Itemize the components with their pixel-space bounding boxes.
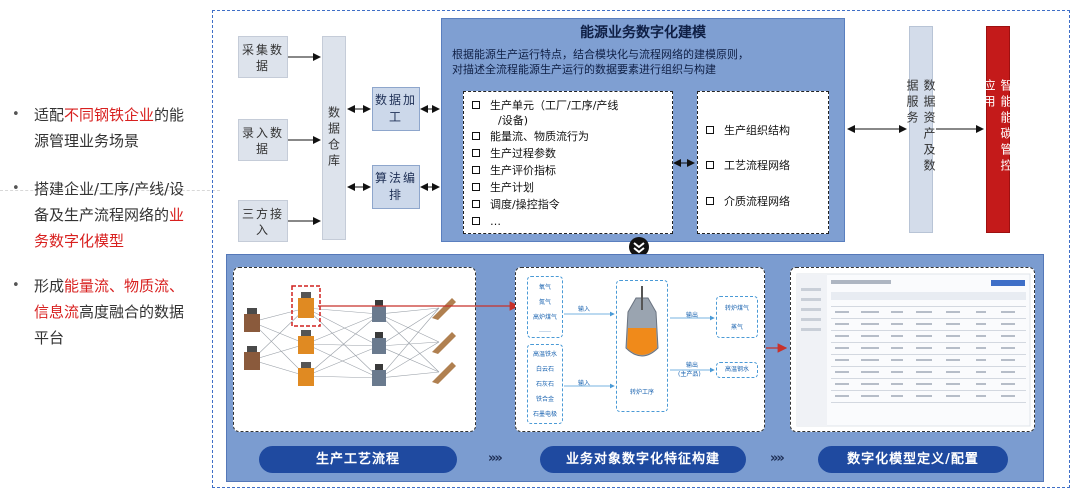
bullet-2: • 搭建企业/工序/产线/设备及生产流程网络的业务数字化模型 [12, 176, 197, 254]
checkbox-icon [472, 101, 480, 109]
output-material: 高温钢水 [724, 366, 749, 373]
element-list-box: 生产单元（工厂/工序/产线 /设备) 能量流、物质流行为 生产过程参数 生产评价… [463, 91, 673, 234]
input-material: 高炉煤气 [532, 314, 557, 321]
source-input-label: 录入数据 [241, 126, 284, 156]
bullet-text: 不同钢铁企业 [64, 106, 155, 124]
output-main-label: 输出 [686, 362, 699, 369]
input-material: 氮气 [538, 299, 551, 306]
checkbox-icon [472, 183, 480, 191]
element-item: 调度/操控指令 [472, 198, 560, 212]
output-material: 转炉煤气 [724, 305, 749, 312]
element-item: … [472, 215, 501, 229]
algorithm-orchestration-label: 算法编排 [374, 171, 417, 202]
modeling-desc-line2: 对描述全流程能源生产运行的数据要素进行组织与构建 [452, 63, 716, 76]
checkbox-icon [706, 126, 714, 134]
stage-model-config [790, 267, 1035, 432]
input-top-column: 氧气 氮气 高炉煤气 …… [527, 276, 563, 338]
modeling-desc-line1: 根据能源生产运行特点，结合模块化与流程网络的建模原则， [452, 48, 749, 61]
network-item: 介质流程网络 [706, 195, 790, 209]
data-warehouse: 数据仓库 [322, 36, 346, 240]
smart-application-label: 智能能碳管控应用 [982, 78, 1013, 175]
input-material: 石墨电极 [532, 411, 557, 418]
converter-box: 转炉工序 [616, 280, 668, 412]
source-input-box: 录入数据 [238, 119, 288, 161]
modeling-title: 能源业务数字化建模 [580, 25, 706, 41]
input-material: 氧气 [538, 284, 551, 291]
input-material: 石灰石 [535, 381, 554, 388]
network-list-box: 生产组织结构 工艺流程网络 介质流程网络 [697, 91, 829, 234]
element-item-cont: /设备) [498, 114, 528, 127]
stage-link-arrow [766, 343, 788, 353]
stage-chevron-1: »» [488, 451, 503, 466]
checkbox-icon [706, 197, 714, 205]
element-item: 能量流、物质流行为 [472, 130, 589, 144]
checkbox-icon [472, 132, 480, 140]
bullet-text: 能量流、物质流、信息流 [34, 277, 185, 321]
bullet-1: • 适配不同钢铁企业的能源管理业务场景 [12, 102, 197, 154]
output-arrow-label: 输出 [686, 312, 699, 319]
bullet-3: • 形成能量流、物质流、信息流高度融合的数据平台 [12, 273, 197, 351]
algorithm-orchestration-box: 算法编排 [372, 165, 420, 209]
config-table-screenshot [796, 273, 1031, 427]
input-material: 铁合金 [535, 396, 554, 403]
input-material: …… [539, 327, 551, 334]
chevron-down-icon [629, 237, 649, 257]
output-top-box: 转炉煤气 蒸气 [716, 296, 758, 338]
bullet-text: 高度融合的数据平台 [34, 303, 185, 347]
flow-arrows-graphic [564, 286, 715, 389]
stage-feature-build: 氧气 氮气 高炉煤气 …… 高温铁水 白云石 石灰石 铁合金 石墨电极 输入 输… [515, 267, 765, 432]
bullet-text: 搭建企业/工序/产线/设备及生产流程网络的 [34, 180, 185, 224]
smart-application-box: 智能能碳管控应用 [982, 26, 1013, 233]
data-service-label: 数据资产及数据服务 [905, 78, 936, 175]
network-item: 生产组织结构 [706, 124, 790, 138]
input-arrow-label: 输入 [578, 306, 591, 313]
input-material: 高温铁水 [532, 351, 557, 358]
data-service-box: 数据资产及数据服务 [905, 26, 936, 233]
output-main-sub: (主产品) [678, 371, 701, 378]
modeling-box: 能源业务数字化建模 根据能源生产运行特点，结合模块化与流程网络的建模原则， 对描… [441, 18, 845, 242]
network-item: 工艺流程网络 [706, 159, 790, 173]
data-processing-label: 数据加工 [374, 93, 417, 124]
converter-label: 转炉工序 [629, 389, 654, 396]
checkbox-icon [472, 149, 480, 157]
bullet-text: 的能源管理业务场景 [34, 106, 185, 150]
checkbox-icon [472, 217, 480, 225]
checkbox-icon [706, 161, 714, 169]
stage-chevron-2: »» [770, 451, 785, 466]
stage-label-config: 数字化模型定义/配置 [818, 446, 1008, 473]
input-material: 白云石 [535, 366, 554, 373]
data-processing-box: 数据加工 [372, 87, 420, 131]
stage-label-process: 生产工艺流程 [259, 446, 457, 473]
checkbox-icon [472, 200, 480, 208]
diagram-frame [212, 10, 1070, 488]
highlight-link-arrow [318, 301, 520, 311]
source-third-label: 三方接入 [241, 207, 284, 237]
bullet-dot: • [12, 278, 20, 293]
bullet-text: 适配 [34, 106, 65, 124]
input-bottom-column: 高温铁水 白云石 石灰石 铁合金 石墨电极 [527, 344, 563, 424]
output-bottom-box: 高温钢水 [716, 362, 758, 378]
stage-process-flow [233, 267, 476, 432]
stage-label-feature: 业务对象数字化特征构建 [540, 446, 746, 473]
source-collect-label: 采集数据 [241, 43, 284, 73]
bullet-text: 形成 [34, 277, 65, 295]
input-arrow-label: 输入 [578, 380, 591, 387]
source-collect-box: 采集数据 [238, 36, 288, 78]
bullet-dot: • [12, 181, 20, 196]
element-item: 生产评价指标 [472, 164, 556, 178]
modeling-description: 根据能源生产运行特点，结合模块化与流程网络的建模原则， 对描述全流程能源生产运行… [452, 47, 838, 77]
bullet-text: 业务数字化模型 [34, 206, 185, 250]
element-item: 生产计划 [472, 181, 534, 195]
checkbox-icon [472, 166, 480, 174]
output-material: 蒸气 [730, 324, 743, 331]
element-item: 生产过程参数 [472, 147, 556, 161]
bullet-dot: • [12, 107, 20, 122]
data-warehouse-label: 数据仓库 [326, 106, 341, 170]
source-third-box: 三方接入 [238, 200, 288, 242]
process-network-graphic [244, 285, 456, 386]
element-item: 生产单元（工厂/工序/产线 [472, 99, 618, 113]
